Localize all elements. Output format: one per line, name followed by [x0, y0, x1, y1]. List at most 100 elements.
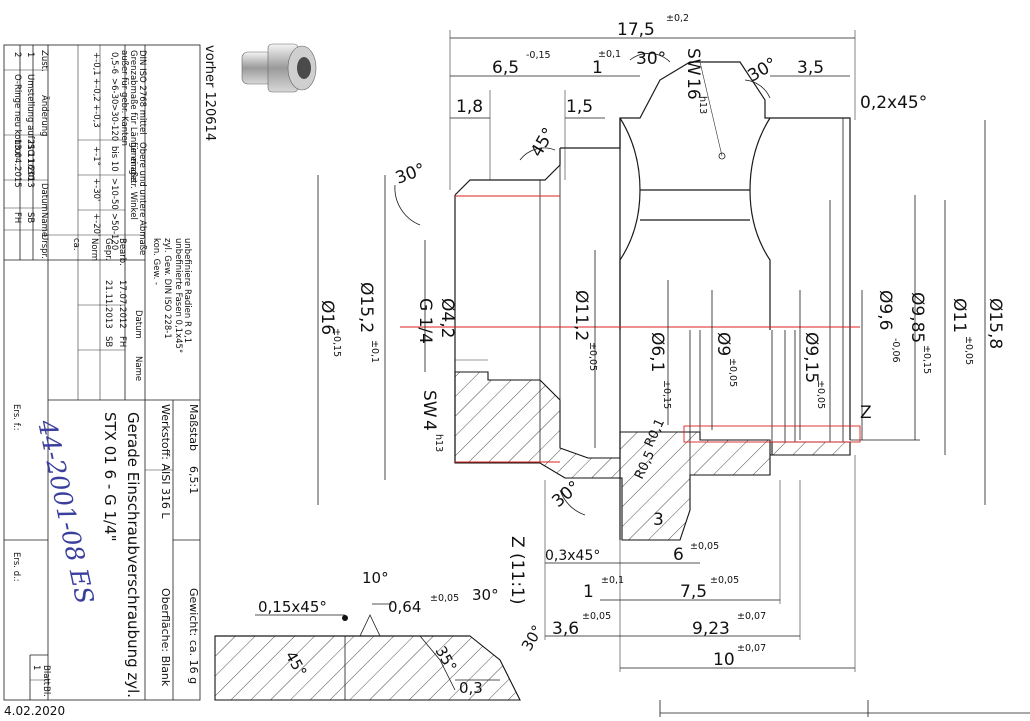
- tol-dim-7-5: ±0,05: [710, 575, 739, 586]
- sign-extra: ca.: [71, 238, 81, 251]
- tol-dia-11-2: ±0,05: [587, 342, 598, 371]
- tol-dia-9-15: ±0,05: [815, 380, 826, 409]
- note-thread: zyl. Gew. DIN ISO 228-1: [162, 238, 172, 339]
- tolerance-line2: Grenzabmaße für Längenmaße: [128, 50, 138, 182]
- dia-9-6: Ø9,6: [875, 290, 895, 330]
- revision-1-date: 21.11.2013: [25, 139, 35, 188]
- sign-bearb-date: 17.07.2012: [117, 280, 127, 329]
- dia-16: Ø16: [317, 300, 337, 335]
- tol-dim-6: ±0,05: [690, 541, 719, 552]
- tol-dim-10: ±0,07: [737, 643, 766, 654]
- angle-30-top: 30°: [636, 49, 666, 69]
- dia-11-2: Ø11,2: [571, 290, 591, 341]
- tol-dev-1: +-0,1: [91, 52, 101, 76]
- dim-1: 1: [592, 58, 603, 78]
- dim-0-64: 0,64: [388, 598, 421, 616]
- dim-3-6: 3,6: [552, 619, 579, 639]
- weight: Gewicht: ca. 16 g: [187, 588, 200, 684]
- tol-range-2: >6-30: [109, 78, 119, 104]
- previous-version: vorher 120614: [202, 45, 217, 141]
- sign-gepr-role: Gepr.: [103, 238, 113, 261]
- dim-6-5: 6,5: [492, 58, 519, 78]
- dia-9-15: Ø9,15: [801, 332, 821, 383]
- sign-norm-role: Norm: [89, 238, 99, 261]
- angle-30-detail: 30°: [472, 586, 499, 604]
- dim-1-8: 1,8: [456, 97, 483, 117]
- tol-dim-3-6: ±0,05: [582, 611, 611, 622]
- tol-range-3: >30-120: [109, 104, 119, 141]
- dia-6-1: Ø6,1: [647, 332, 667, 372]
- tol-dia-6-1: ±0,15: [661, 380, 672, 409]
- chamfer-0-2: 0,2x45°: [860, 93, 927, 113]
- scale-label: Maßstab: [187, 404, 200, 451]
- angle-30-left: 30°: [393, 160, 428, 189]
- angle-30-right: 30°: [745, 54, 781, 86]
- revision-header-origin: Urspr.: [39, 234, 49, 259]
- angle-dev-1: +-1°: [91, 146, 101, 166]
- part-title: Gerade Einschraubverschraubung zyl.: [124, 412, 142, 698]
- scale-value: 6,5:1: [187, 466, 200, 494]
- main-section-view: [400, 61, 920, 541]
- sign-gepr-date: 21.11.2013: [103, 280, 113, 329]
- revision-2-date: 13.04.2015: [12, 139, 22, 188]
- dim-3: 3: [653, 510, 664, 530]
- dia-15-8: Ø15,8: [985, 298, 1005, 349]
- dim-10: 10: [713, 650, 735, 670]
- dia-9-85: Ø9,85: [907, 292, 927, 343]
- sw16-value: 16: [683, 78, 703, 100]
- detail-z-marker: Z: [860, 403, 872, 423]
- sheet-number: 1: [31, 665, 41, 670]
- fitting-3d-thumbnail: [241, 43, 317, 93]
- detail-z-title: Z (11:1): [507, 536, 527, 605]
- tol-dia-11: ±0,05: [963, 336, 974, 365]
- angle-dev-2: +-30': [91, 178, 101, 201]
- tol-1: ±0,1: [598, 49, 621, 60]
- dia-11: Ø11: [949, 298, 969, 333]
- chamfer-0-15: 0,15x45°: [258, 598, 327, 616]
- dim-7-5: 7,5: [680, 582, 707, 602]
- sheet-bl: Bl.: [41, 686, 51, 697]
- sw16-tol: h13: [697, 96, 708, 114]
- tol-dev-3: +-0,3: [91, 104, 101, 128]
- revision-header-change: Änderung: [39, 95, 50, 137]
- dim-0-3: 0,3: [459, 679, 483, 697]
- tol-dev-2: +-0,2: [91, 78, 101, 102]
- tol-dim-1-bottom: ±0,1: [601, 575, 624, 586]
- revision-header-name: Name: [39, 212, 49, 237]
- tol-range-1: 0,5-6: [109, 52, 119, 74]
- surface: Oberfläche: Blank: [159, 588, 172, 687]
- footer-date: 4.02.2020: [4, 704, 65, 717]
- note-edges: unbefinierte Fasen 0,1x45°: [173, 238, 183, 353]
- tolerance-line3: außer für gebr. Kanten: [119, 50, 129, 146]
- sign-gepr-name: SB: [103, 336, 113, 347]
- revision-1-change: Umstellung auf ISO 1630: [25, 74, 35, 180]
- sw4-tol: h13: [433, 434, 444, 452]
- sw4-label: SW: [419, 390, 439, 418]
- title-block: 2 O-Ringe neu kontur 13.04.2015 FH 1 Ums…: [3, 44, 217, 701]
- dia-4-2: Ø4,2: [437, 298, 457, 338]
- sign-name-label: Name: [133, 356, 143, 381]
- sign-date-label: Datum: [133, 310, 143, 339]
- tol-dim-0-64: ±0,05: [430, 593, 459, 604]
- tol-dim-9-23: ±0,07: [737, 611, 766, 622]
- detail-z-view: [214, 603, 521, 701]
- tol-dia-15-2: ±0,1: [369, 340, 380, 363]
- dimension-labels: 17,5 ±0,2 6,5 -0,15 1 ±0,1 30° 3,5 30° S…: [258, 13, 1005, 697]
- tol-6-5: -0,15: [526, 50, 551, 61]
- dia-9: Ø9: [713, 332, 733, 356]
- dim-17-5: 17,5: [617, 20, 655, 40]
- angle-dev-3: +-20': [91, 213, 101, 236]
- revision-2-index: 2: [12, 52, 22, 57]
- dimension-lines: [317, 30, 986, 672]
- angle-tol-sub: für eingetr. Winkel: [128, 142, 138, 220]
- tol-dia-9-85: ±0,15: [921, 345, 932, 374]
- angle-10: 10°: [362, 569, 389, 587]
- revision-1-name: SB: [25, 212, 35, 223]
- note-kon: kon. Gew. -: [151, 238, 161, 285]
- dim-9-23: 9,23: [692, 619, 730, 639]
- angle-range-2: >10-50: [109, 178, 119, 210]
- tol-dia-16: ±0,15: [331, 328, 342, 357]
- sign-bearb-name: FH: [117, 336, 127, 347]
